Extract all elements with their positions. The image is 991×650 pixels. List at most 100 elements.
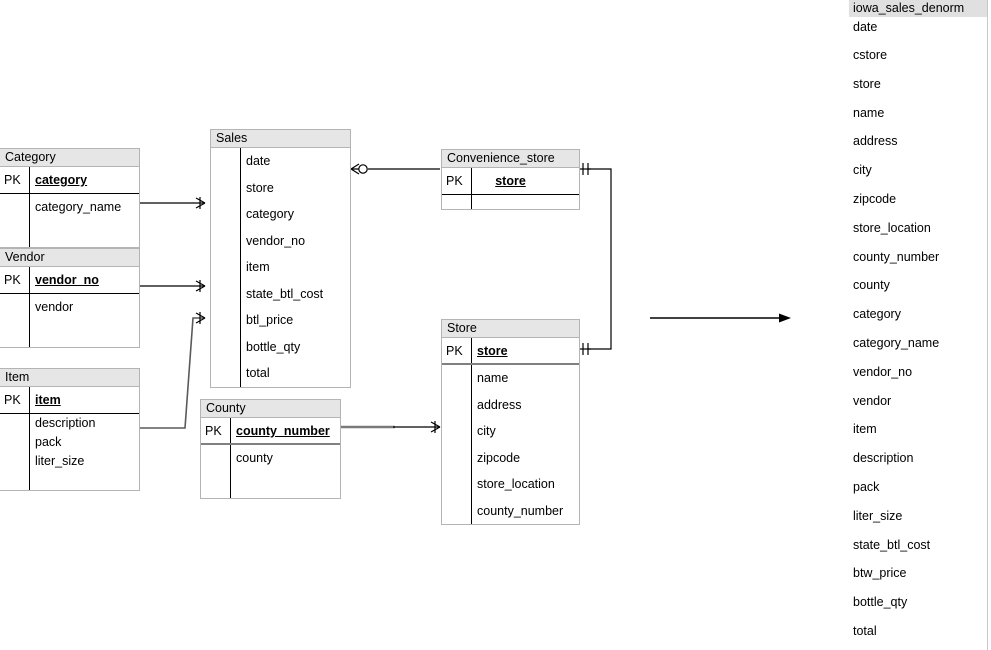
denormalized-column[interactable]: store_location bbox=[853, 220, 931, 235]
denormalized-column[interactable]: cstore bbox=[853, 48, 888, 62]
denormalized-table-panel[interactable]: iowa_sales_denorm date cstore store name add… bbox=[849, 0, 988, 650]
denormalized-column[interactable]: state_btl_cost bbox=[853, 537, 931, 552]
attribute-name: zipcode bbox=[477, 450, 521, 465]
entity-attribute-row[interactable]: category_name bbox=[0, 194, 139, 221]
entity-attribute-row[interactable]: total bbox=[211, 360, 350, 387]
entity-attribute-row[interactable]: zipcode bbox=[442, 445, 579, 472]
entity-attribute-row[interactable]: pack bbox=[0, 433, 139, 452]
attribute-name: county_number bbox=[477, 503, 564, 518]
entity-attribute-row[interactable]: bottle_qty bbox=[211, 334, 350, 361]
relationship-category-to-sales[interactable] bbox=[140, 197, 206, 209]
pk-column-divider bbox=[29, 167, 30, 247]
relationship-county-to-store[interactable] bbox=[341, 421, 441, 433]
denormalized-column[interactable]: pack bbox=[853, 479, 880, 494]
entity-title: Item bbox=[0, 369, 139, 387]
entity-attribute-row[interactable]: store bbox=[211, 175, 350, 202]
denormalized-column[interactable]: county bbox=[853, 278, 890, 293]
attribute-name: liter_size bbox=[35, 454, 85, 468]
entity-attribute-row[interactable]: liter_size bbox=[0, 452, 139, 471]
entity-attribute-row[interactable]: city bbox=[442, 418, 579, 445]
denormalized-column[interactable]: city bbox=[853, 163, 872, 178]
entity-title: Vendor bbox=[0, 249, 139, 267]
entity-attribute-row[interactable] bbox=[442, 195, 579, 209]
pk-marker: PK bbox=[205, 424, 222, 438]
denormalized-column[interactable]: liter_size bbox=[853, 508, 903, 523]
denormalized-column[interactable]: vendor bbox=[853, 393, 892, 408]
denormalized-column[interactable]: vendor_no bbox=[853, 364, 913, 379]
denormalized-column-list: date cstore store name address city zipcode sto… bbox=[849, 17, 987, 649]
entity-attribute-row[interactable] bbox=[0, 471, 139, 490]
relationship-sales-to-convenience-store[interactable] bbox=[350, 163, 440, 175]
entity-attribute-row[interactable]: description bbox=[0, 414, 139, 433]
attribute-name: store_location bbox=[477, 477, 555, 491]
primary-key-name: store bbox=[477, 344, 508, 358]
pk-marker: PK bbox=[446, 174, 463, 188]
denormalized-table-title: iowa_sales_denorm bbox=[849, 0, 987, 17]
entity-attribute-row[interactable]: category bbox=[211, 201, 350, 228]
entity-attribute-row[interactable]: name bbox=[442, 365, 579, 392]
entity-attribute-row[interactable]: state_btl_cost bbox=[211, 281, 350, 308]
attribute-name: category_name bbox=[35, 200, 122, 214]
entity-attribute-row[interactable] bbox=[0, 221, 139, 248]
entity-attribute-row[interactable]: address bbox=[442, 392, 579, 419]
attribute-name: bottle_qty bbox=[246, 339, 301, 354]
entity-title: Category bbox=[0, 149, 139, 167]
denormalized-column[interactable]: zipcode bbox=[853, 191, 897, 206]
denormalized-column[interactable]: item bbox=[853, 422, 877, 437]
entity-attribute-row[interactable] bbox=[0, 321, 139, 348]
pk-marker: PK bbox=[4, 273, 21, 287]
denormalized-column[interactable]: total bbox=[853, 623, 877, 638]
denormalized-column[interactable]: date bbox=[853, 20, 878, 34]
pk-column-divider bbox=[240, 148, 241, 387]
denormalized-column[interactable]: category_name bbox=[853, 335, 940, 350]
entity-attribute-row[interactable]: county bbox=[201, 445, 340, 472]
relationship-convenience-store-to-store[interactable] bbox=[580, 163, 612, 355]
relationship-item-to-sales[interactable] bbox=[140, 312, 206, 429]
attribute-name: name bbox=[477, 371, 509, 385]
entity-attribute-row[interactable]: btl_price bbox=[211, 307, 350, 334]
entity-attribute-row[interactable]: county_number bbox=[442, 498, 579, 525]
denormalized-column[interactable]: btw_price bbox=[853, 566, 907, 581]
denormalized-column[interactable]: county_number bbox=[853, 249, 940, 264]
entity-attribute-row[interactable] bbox=[201, 472, 340, 499]
pk-column-divider bbox=[471, 338, 472, 524]
entity-attribute-row[interactable]: vendor bbox=[0, 294, 139, 321]
entity-attribute-row[interactable]: store_location bbox=[442, 471, 579, 498]
denormalized-column[interactable]: name bbox=[853, 105, 885, 120]
transform-arrow bbox=[650, 313, 791, 323]
primary-key-name: item bbox=[35, 393, 61, 407]
relationship-vendor-to-sales[interactable] bbox=[140, 280, 206, 292]
attribute-name: total bbox=[246, 366, 270, 380]
attribute-name: date bbox=[246, 154, 271, 168]
denormalized-column[interactable]: description bbox=[853, 451, 914, 466]
denormalized-column[interactable]: category bbox=[853, 307, 901, 322]
entity-attribute-row[interactable]: item bbox=[211, 254, 350, 281]
entity-title: Sales bbox=[211, 130, 350, 148]
denormalized-column[interactable]: address bbox=[853, 134, 898, 149]
entity-title: Convenience_store bbox=[442, 150, 579, 168]
entity-attribute-row[interactable]: vendor_no bbox=[211, 228, 350, 255]
attribute-name: state_btl_cost bbox=[246, 286, 324, 301]
pk-column-divider bbox=[230, 418, 231, 498]
denormalized-column[interactable]: store bbox=[853, 76, 881, 91]
denormalized-column[interactable]: bottle_qty bbox=[853, 595, 908, 610]
entity-attribute-row[interactable]: date bbox=[211, 148, 350, 175]
